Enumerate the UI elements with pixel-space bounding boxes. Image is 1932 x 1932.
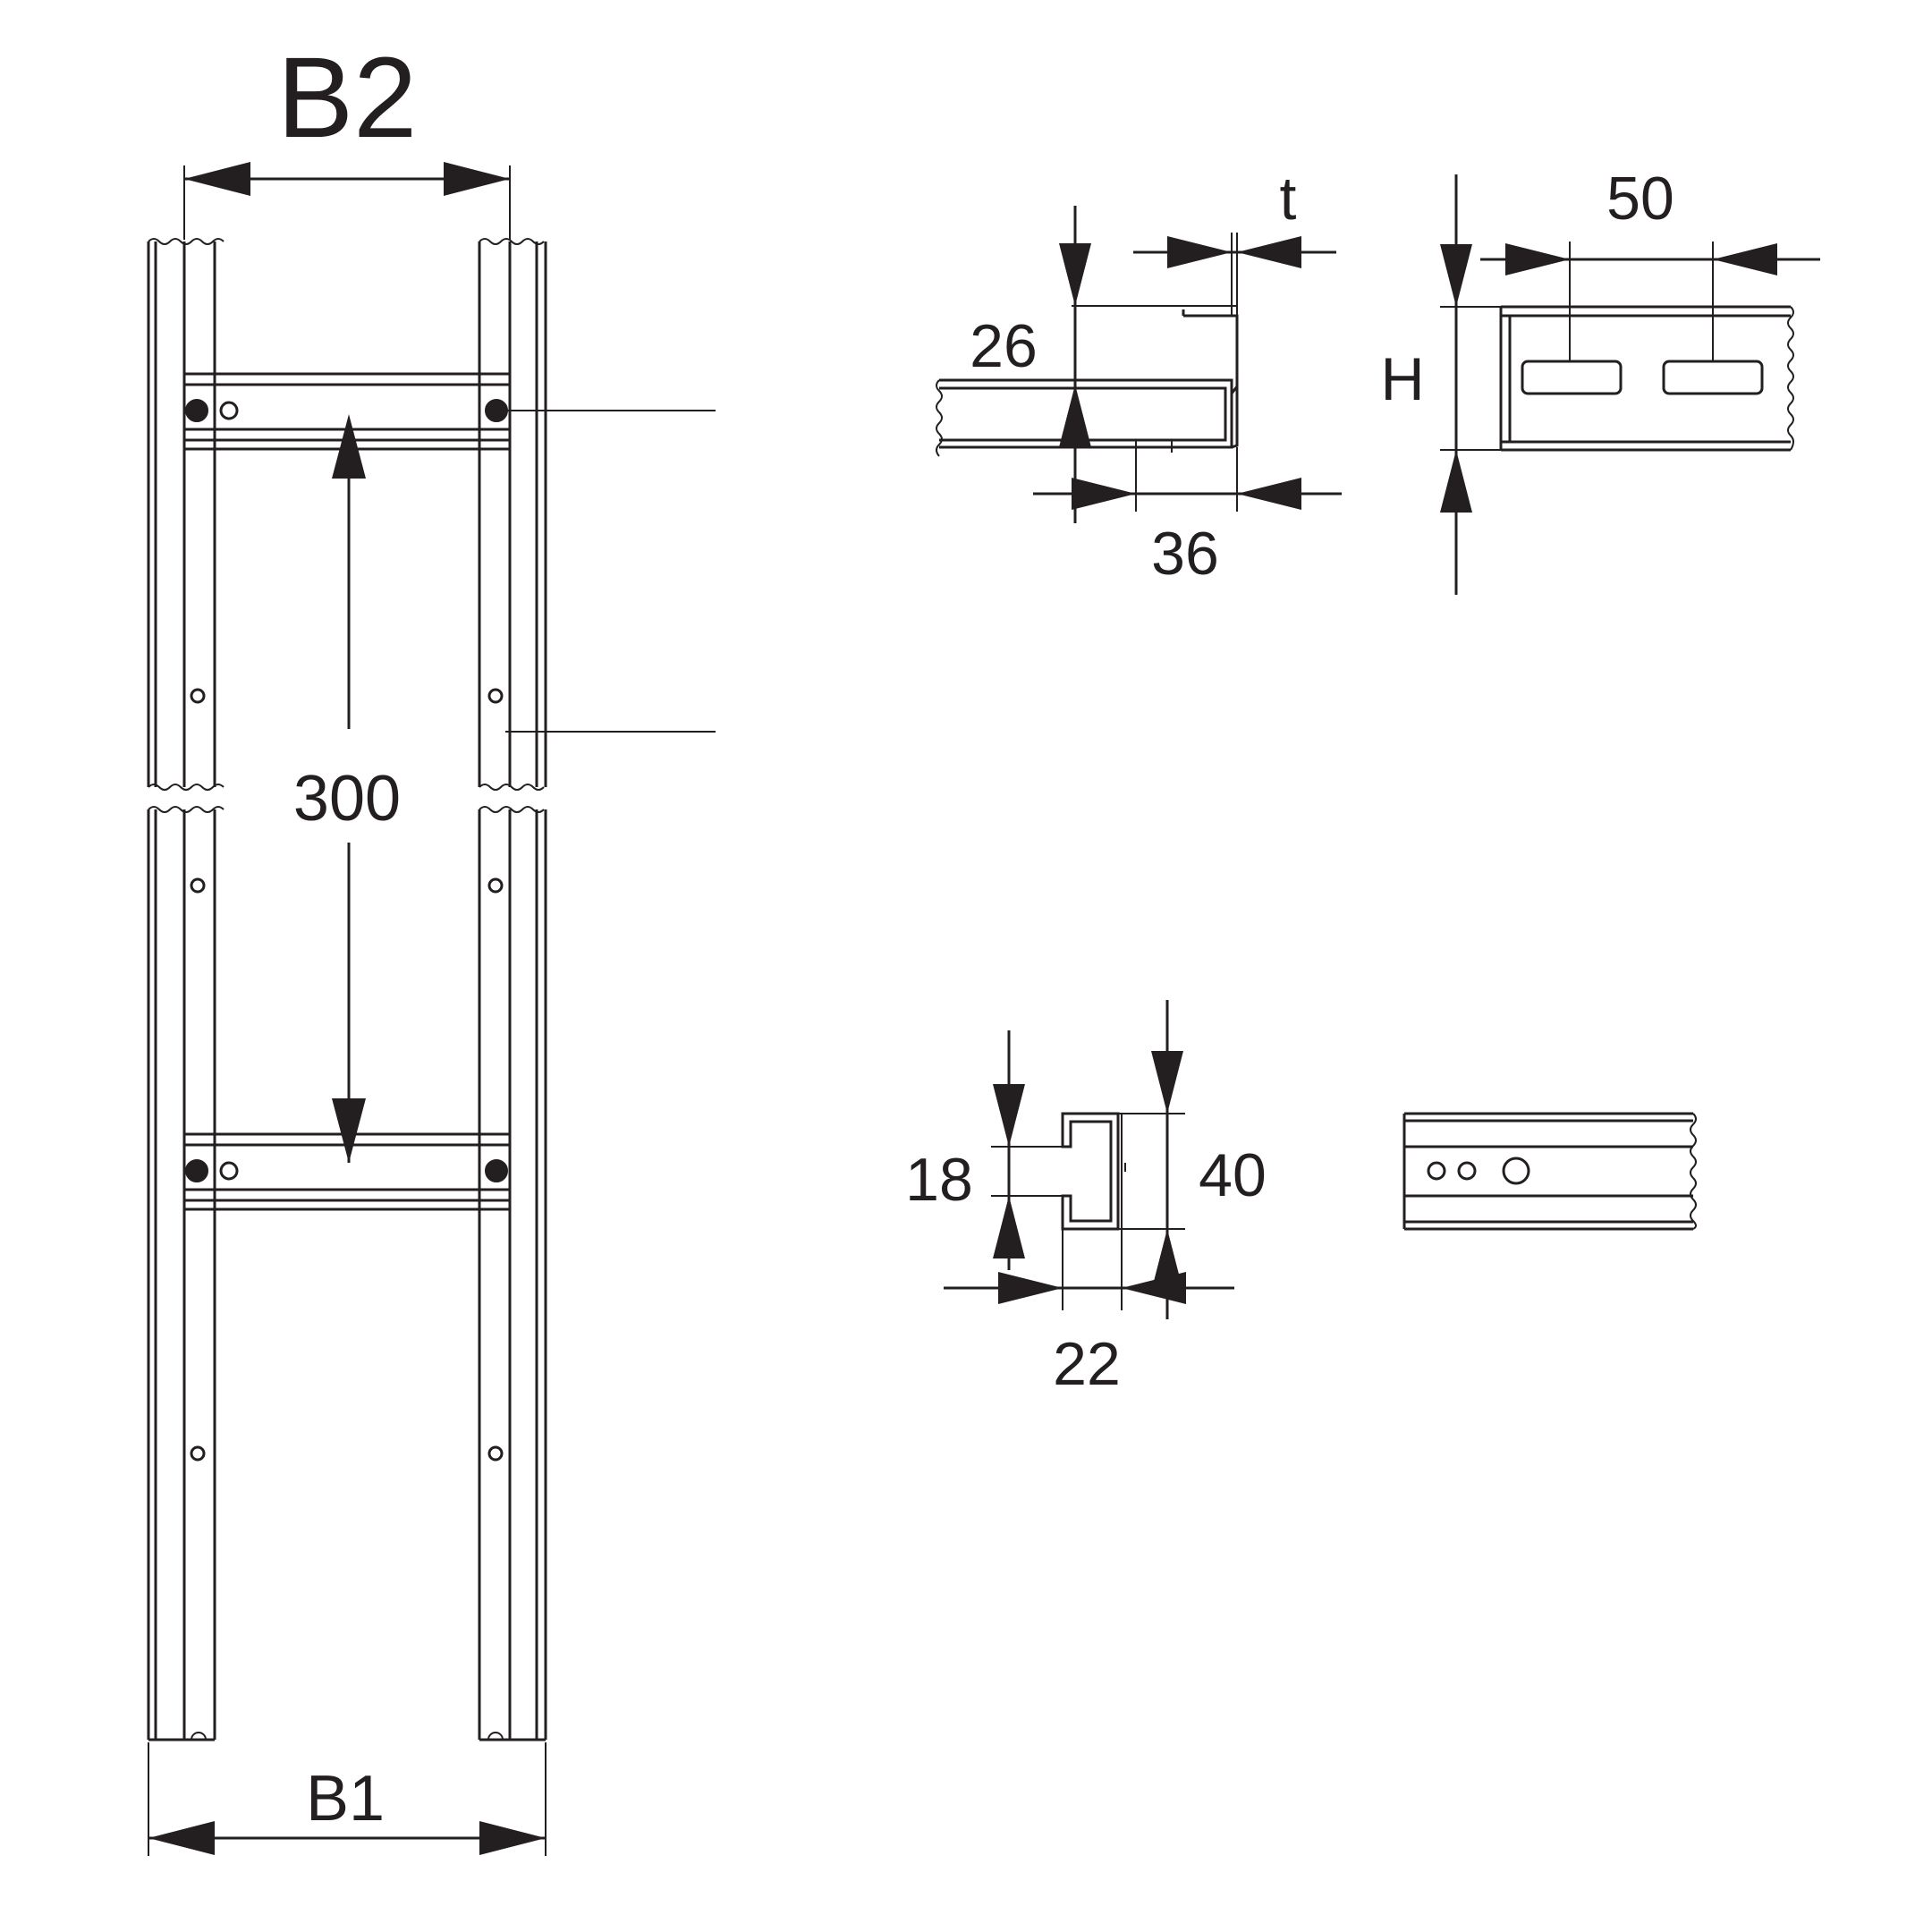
rung-spacing-dimension xyxy=(332,414,366,1163)
b1-label: B1 xyxy=(306,1763,385,1835)
angle-profile-section: 26 t 36 xyxy=(936,165,1342,588)
channel-inner-label: 18 xyxy=(905,1146,973,1214)
side-height-label: H xyxy=(1380,345,1424,413)
channel-width-label: 22 xyxy=(1053,1330,1121,1398)
angle-height-label: 26 xyxy=(970,312,1038,380)
angle-width-label: 36 xyxy=(1151,520,1219,588)
right-rail-lower xyxy=(478,806,547,1741)
ladder-front-view: B2 xyxy=(147,34,716,1856)
slot-pitch-label: 50 xyxy=(1606,165,1674,233)
right-rail-upper xyxy=(478,238,547,791)
rung-upper xyxy=(184,372,510,451)
left-rail-lower xyxy=(147,806,225,1741)
b1-dimension xyxy=(148,1742,547,1856)
left-rail-upper xyxy=(147,238,225,791)
rung-spacing-label: 300 xyxy=(293,763,401,835)
b2-dimension xyxy=(183,162,511,240)
rail-holes xyxy=(190,688,504,1462)
rung-lower xyxy=(184,1132,510,1211)
b2-label: B2 xyxy=(277,34,418,162)
c-channel-section: 18 40 22 xyxy=(905,1000,1267,1398)
side-rail-elevation: 50 H xyxy=(1380,165,1820,595)
thickness-label: t xyxy=(1280,165,1297,233)
channel-height-label: 40 xyxy=(1199,1141,1267,1209)
rung-elevation xyxy=(1402,1112,1697,1231)
